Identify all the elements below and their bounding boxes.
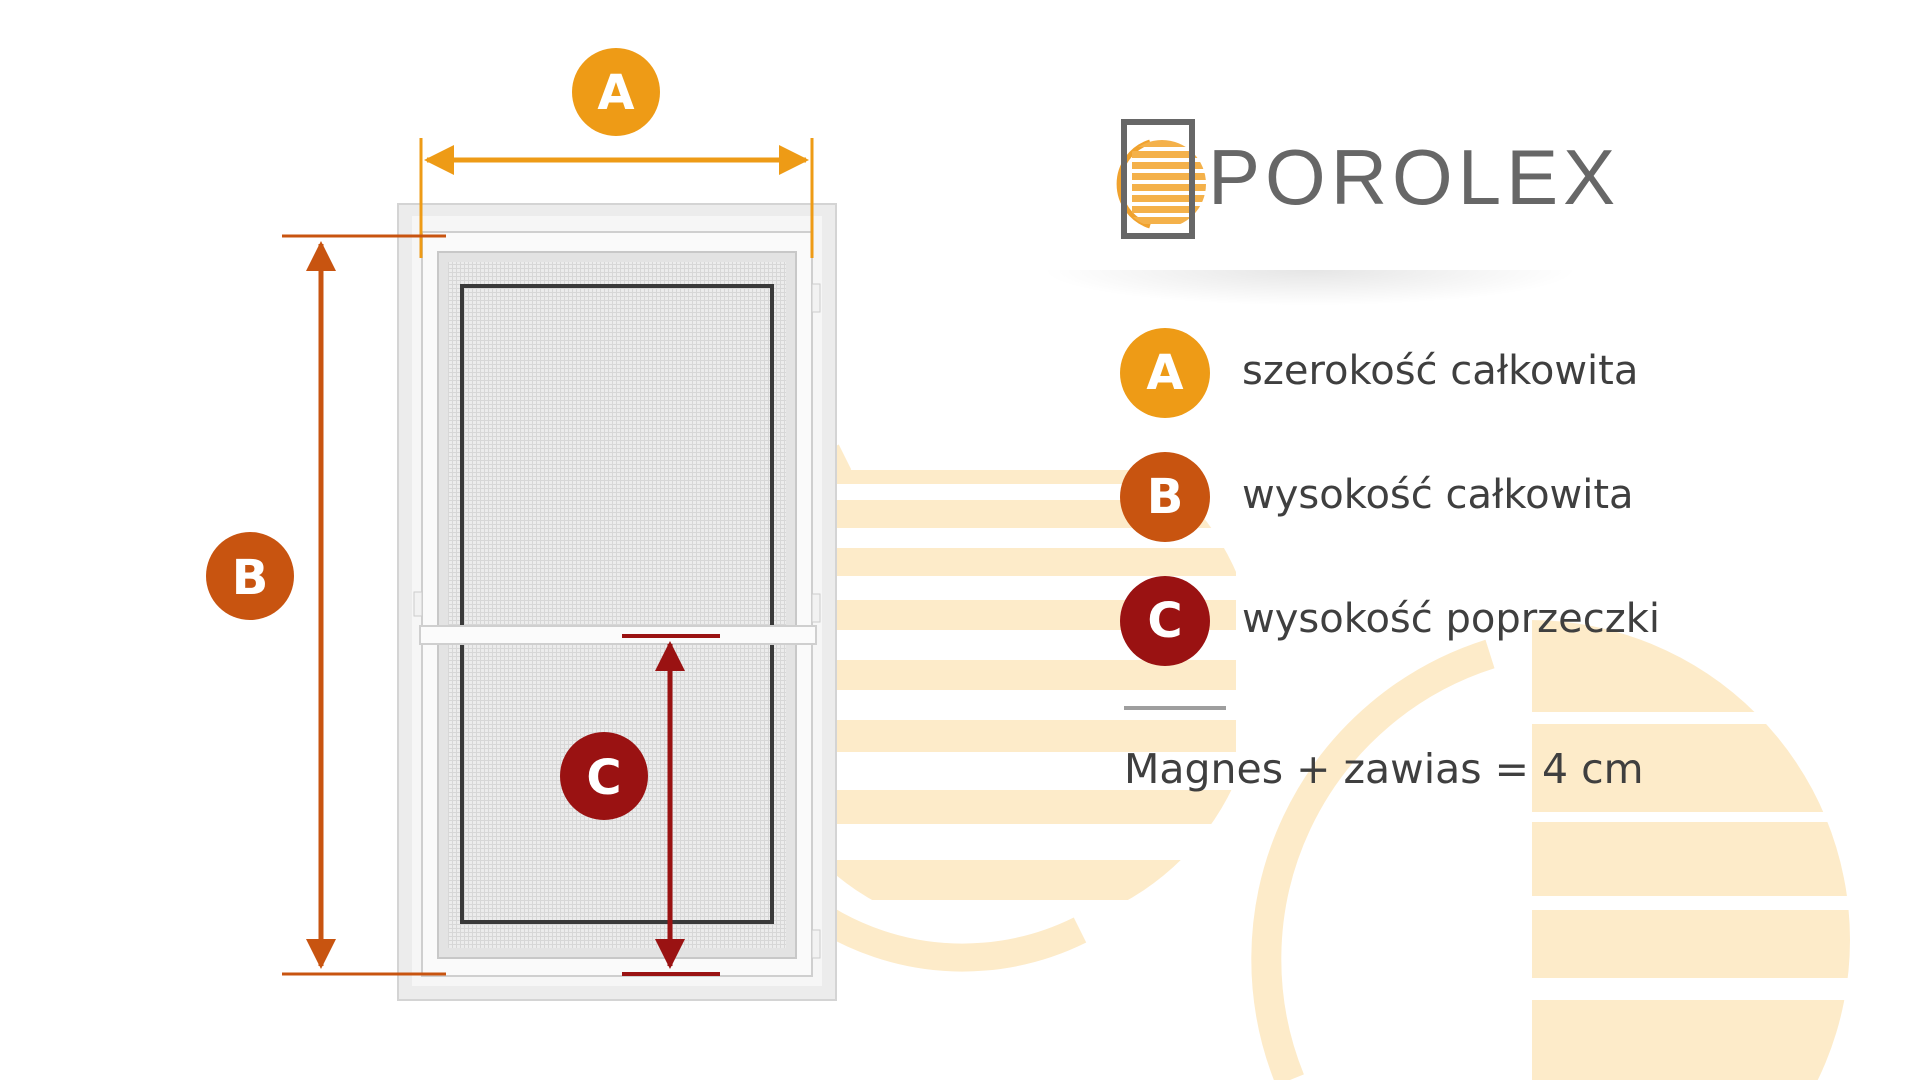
sun-icon xyxy=(1251,620,1850,1080)
hinge xyxy=(811,593,821,623)
legend-text-b: wysokość całkowita xyxy=(1242,472,1634,518)
badge-b xyxy=(206,532,294,620)
hinge xyxy=(811,929,821,959)
dimension-c: C xyxy=(560,634,720,976)
badge-c xyxy=(560,732,648,820)
legend-badge-c: C xyxy=(1120,576,1210,666)
dimension-b: B xyxy=(206,234,446,976)
window-sun-logo-icon xyxy=(1116,119,1206,239)
note-text: Magnes + zawias = 4 cm xyxy=(1124,745,1644,793)
badge-a xyxy=(572,48,660,136)
dimension-a: A xyxy=(419,48,814,258)
clip xyxy=(413,591,423,617)
logo-shadow xyxy=(1040,270,1580,306)
legend-text-c: wysokość poprzeczki xyxy=(1242,596,1661,642)
badge-c-label: C xyxy=(586,750,621,806)
divider xyxy=(1124,706,1226,710)
badge-a-label: A xyxy=(597,65,634,121)
crossbar xyxy=(419,625,817,645)
brand-name: POROLEX xyxy=(1208,133,1621,221)
legend-badge-a: A xyxy=(1120,328,1210,418)
legend-badge-b: B xyxy=(1120,452,1210,542)
badge-b-label: B xyxy=(232,550,269,606)
hinge xyxy=(811,283,821,313)
mesh-upper xyxy=(448,262,786,626)
legend-text-a: szerokość całkowita xyxy=(1242,348,1639,394)
